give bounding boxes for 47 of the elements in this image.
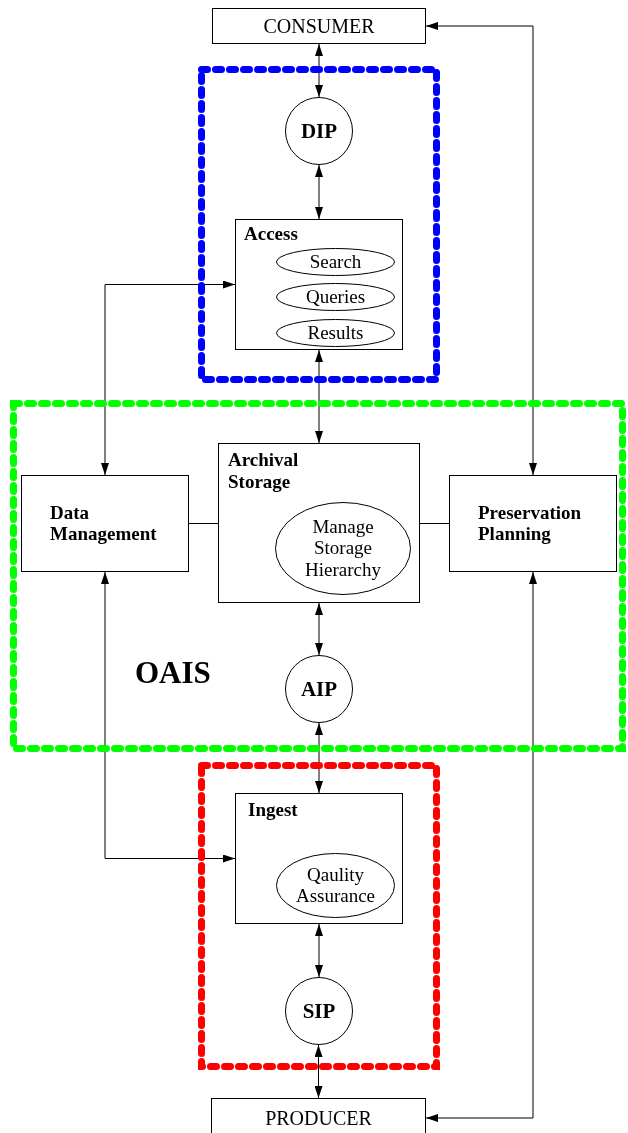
arrow — [425, 22, 537, 476]
arrow — [315, 602, 323, 656]
node-label: AIP — [299, 676, 339, 702]
function-box — [235, 793, 403, 924]
dashed-group-border — [198, 762, 440, 1070]
arrow — [315, 43, 323, 98]
function-ellipse — [275, 502, 411, 595]
arrow — [315, 164, 323, 220]
box-heading: Access — [244, 223, 299, 245]
node-label: Search — [308, 251, 363, 273]
box-heading: Archival Storage — [228, 449, 300, 493]
node-label: Queries — [304, 286, 367, 308]
function-ellipse — [276, 283, 395, 311]
node-label: DIP — [299, 118, 339, 144]
package-circle — [285, 97, 353, 165]
node-label: SIP — [301, 998, 337, 1024]
node-label: Manage Storage Hierarchy — [304, 515, 382, 582]
arrow — [101, 280, 236, 476]
function-ellipse — [276, 853, 395, 918]
connector-line — [419, 523, 450, 524]
terminal-box — [212, 8, 426, 44]
node-label: CONSUMER — [262, 14, 376, 38]
arrow — [314, 1044, 323, 1099]
package-circle — [285, 655, 353, 723]
arrow — [315, 722, 323, 794]
function-ellipse — [276, 319, 395, 347]
node-label: Results — [306, 322, 365, 344]
dashed-group-border — [198, 66, 440, 383]
function-box — [235, 219, 403, 350]
function-box — [218, 443, 420, 603]
function-box — [21, 475, 189, 572]
terminal-box — [211, 1098, 426, 1133]
box-heading: Ingest — [248, 799, 299, 821]
arrow — [425, 571, 537, 1122]
connector-line — [188, 523, 219, 524]
node-label: Preservation Planning — [478, 501, 583, 546]
arrow — [101, 571, 236, 863]
system-label: OAIS — [135, 655, 211, 691]
arrow — [315, 349, 323, 444]
node-label: PRODUCER — [264, 1106, 373, 1130]
node-label: Data Management — [50, 501, 158, 546]
dashed-group-border — [10, 400, 626, 752]
function-ellipse — [276, 248, 395, 276]
arrow — [315, 923, 323, 978]
node-label: Qaulity Assurance — [294, 863, 377, 908]
package-circle — [285, 977, 353, 1045]
function-box — [449, 475, 617, 572]
